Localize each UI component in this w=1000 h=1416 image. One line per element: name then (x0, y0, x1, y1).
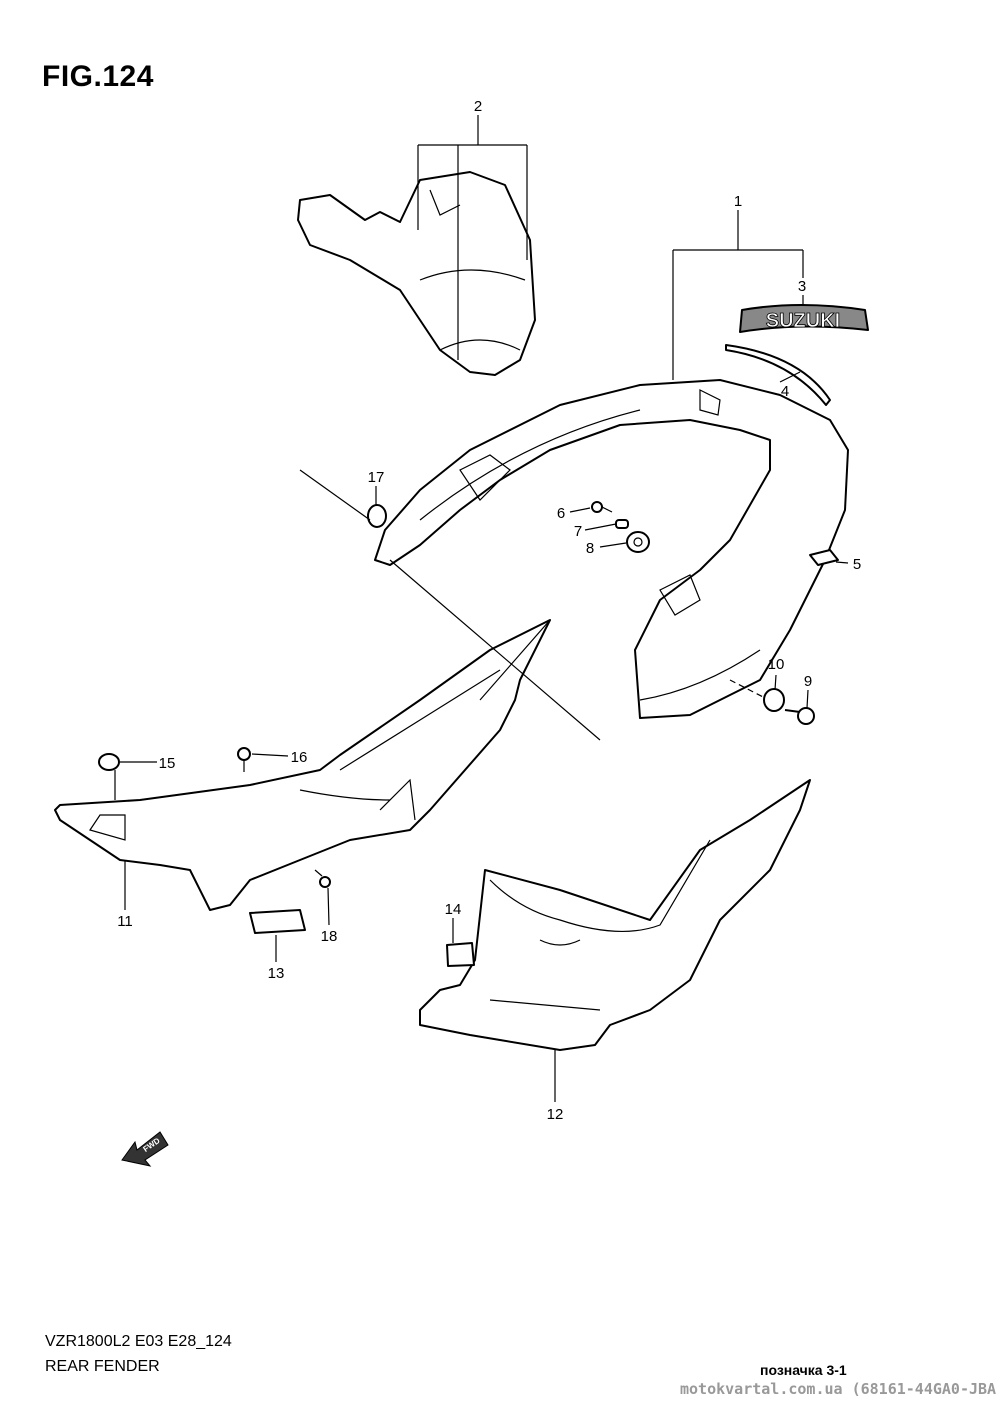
part-6-screw[interactable] (591, 501, 613, 513)
callout-15: 15 (159, 755, 176, 772)
part-13-reflector[interactable] (249, 909, 306, 934)
part-12-lower-cover[interactable] (419, 779, 811, 1051)
callout-6: 6 (557, 505, 565, 522)
figure-title: FIG.124 (42, 60, 154, 93)
part-14-reflector[interactable] (446, 942, 475, 967)
part-15-plug[interactable] (98, 753, 120, 771)
part-4-trim-strip[interactable] (725, 344, 831, 406)
emblem-text: SUZUKI (766, 310, 840, 332)
callout-14: 14 (445, 901, 462, 918)
callout-10: 10 (768, 656, 785, 673)
part-9-bolt[interactable] (784, 707, 815, 725)
part-16-push-rivet[interactable] (237, 747, 251, 772)
callout-1: 1 (734, 193, 742, 210)
callout-5: 5 (853, 556, 861, 573)
model-code: VZR1800L2 E03 E28_124 (45, 1333, 232, 1350)
part-2-seat-cowl[interactable] (297, 171, 536, 376)
callout-7: 7 (574, 523, 582, 540)
callout-4: 4 (781, 383, 789, 400)
callout-3: 3 (798, 278, 806, 295)
callout-13: 13 (268, 965, 285, 982)
callout-9: 9 (804, 673, 812, 690)
part-7-collar[interactable] (615, 519, 629, 529)
callout-16: 16 (291, 749, 308, 766)
part-17-cushion[interactable] (367, 504, 387, 528)
leader-lines (114, 115, 849, 1102)
part-11-rear-fender[interactable] (54, 619, 551, 911)
part-1-tail-cover[interactable] (374, 379, 849, 719)
callout-12: 12 (547, 1106, 564, 1123)
reference-label: позначка 3-1 (760, 1362, 847, 1378)
part-8-grommet[interactable] (626, 531, 650, 553)
part-3-suzuki-emblem[interactable]: SUZUKI (739, 304, 869, 333)
part-10-grommet[interactable] (763, 688, 785, 712)
callout-18: 18 (321, 928, 338, 945)
callout-8: 8 (586, 540, 594, 557)
part-5-nut-clip[interactable] (809, 549, 839, 566)
callout-labels: 1 2 3 4 5 6 7 8 9 10 11 12 13 14 15 16 1… (117, 98, 861, 1123)
part-18-screw[interactable] (314, 869, 331, 888)
callout-11: 11 (117, 913, 133, 930)
section-name: REAR FENDER (45, 1358, 160, 1375)
callout-17: 17 (368, 469, 385, 486)
watermark: motokvartal.com.ua (68161-44GA0-JBA (680, 1380, 997, 1398)
callout-2: 2 (474, 98, 482, 115)
forward-arrow-icon: FWD (121, 1131, 169, 1167)
